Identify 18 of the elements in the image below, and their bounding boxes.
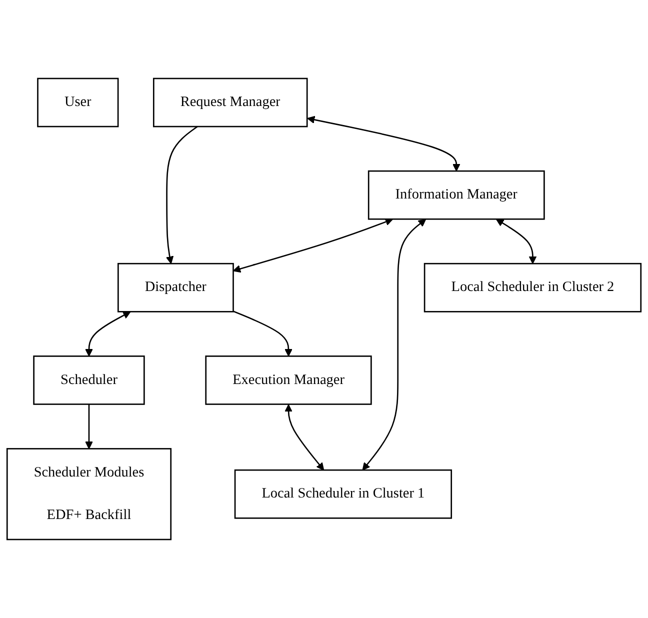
arrow — [85, 311, 131, 357]
node-box: Information Manager — [368, 170, 545, 220]
node-box: Local Scheduler in Cluster 1 — [234, 469, 452, 519]
node-box: Execution Manager — [205, 356, 372, 405]
arrow — [232, 218, 394, 273]
node-box: User — [37, 78, 119, 128]
node-box: Scheduler Modules EDF+ Backfill — [6, 448, 172, 540]
arrow — [85, 404, 93, 450]
node-box: Local Scheduler in Cluster 2 — [424, 262, 642, 312]
arrow — [284, 404, 324, 470]
node-box: Dispatcher — [118, 262, 234, 312]
arrow — [232, 310, 292, 357]
arrow — [307, 116, 460, 172]
node-box: Request Manager — [152, 78, 308, 128]
arrow — [362, 218, 426, 470]
arrow — [496, 218, 537, 264]
arrow — [166, 126, 198, 264]
node-box: Scheduler — [33, 356, 145, 405]
